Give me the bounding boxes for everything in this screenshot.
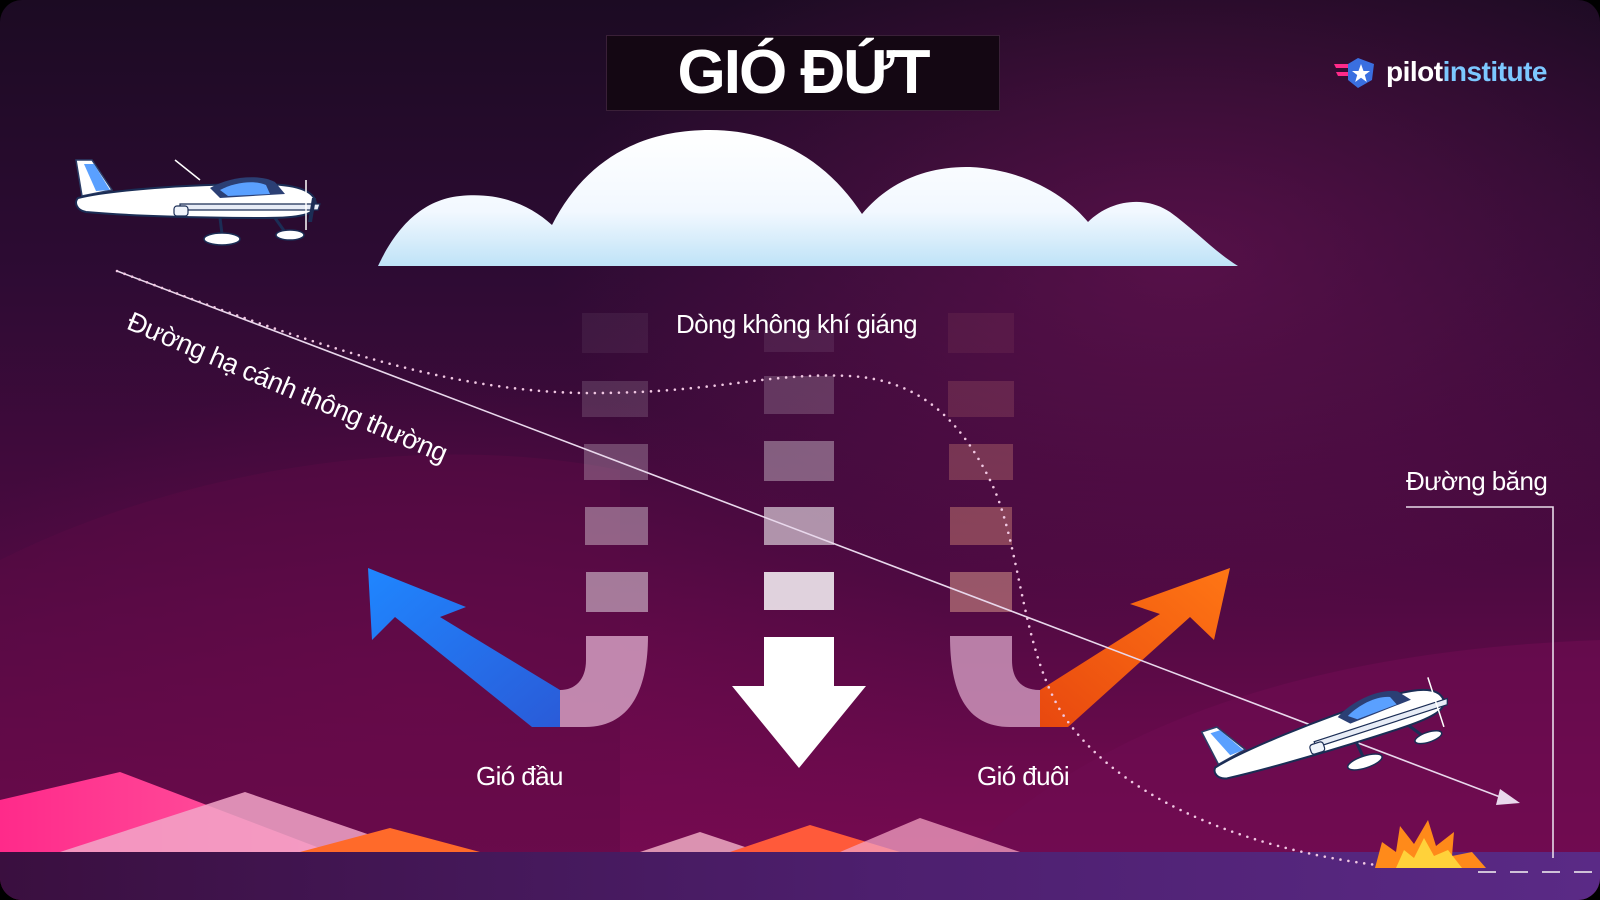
mountain-orange-left [300, 828, 480, 852]
logo-icon [1334, 58, 1374, 88]
headwind-arrow [368, 568, 560, 727]
brand-logo: pilotinstitute [1334, 52, 1547, 92]
headwind-label: Gió đầu [476, 761, 563, 791]
mountain-center-light [640, 832, 760, 852]
logo-word-institute: institute [1442, 56, 1548, 87]
tailwind-turn [950, 636, 1040, 727]
page-title: GIÓ ĐỨT [677, 38, 931, 107]
normal-approach-path [116, 270, 1509, 801]
airplane-icon [1200, 677, 1448, 780]
downdraft-columns [582, 313, 1014, 612]
tailwind-arrow [1040, 568, 1230, 727]
airplane-icon [75, 159, 321, 246]
downdraft-label: Dòng không khí giáng [676, 309, 918, 339]
cloud-icon [378, 130, 1238, 266]
approach-arrowhead [1496, 789, 1520, 805]
ground-strip [0, 852, 1600, 900]
downdraft-arrow [732, 637, 866, 768]
logo-wordmark: pilotinstitute [1386, 56, 1547, 88]
runway-label: Đường băng [1406, 466, 1548, 496]
mountain-light [60, 792, 420, 852]
mountain-center-pink [840, 818, 1020, 852]
windshear-dotted-path [115, 269, 1387, 868]
logo-word-pilot: pilot [1386, 56, 1443, 87]
explosion-core [1396, 838, 1462, 868]
runway-marker [1406, 506, 1554, 858]
headwind-turn [560, 636, 648, 727]
tailwind-label: Gió đuôi [977, 761, 1070, 791]
background-hill-left [0, 454, 620, 860]
title-box: GIÓ ĐỨT [606, 35, 1000, 111]
